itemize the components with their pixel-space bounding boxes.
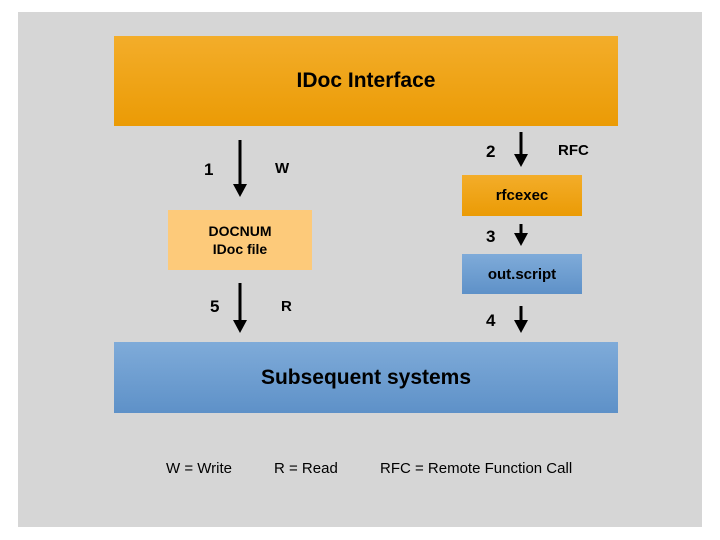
step-1-number: 1	[204, 160, 214, 179]
out-script-box: out.script	[462, 254, 582, 294]
step-2-number: 2	[486, 142, 496, 161]
idoc-file-label: IDoc file	[212, 241, 268, 257]
step-2-rfc-label: RFC	[558, 142, 589, 159]
step-1-write-label: W	[275, 160, 290, 177]
subsequent-systems-box: Subsequent systems	[114, 342, 618, 413]
step-5-number: 5	[210, 297, 220, 316]
rfcexec-box: rfcexec	[462, 175, 582, 216]
subsequent-systems-label: Subsequent systems	[260, 365, 472, 389]
arrow-step2	[514, 132, 528, 167]
arrow-step4	[514, 306, 528, 333]
step-5-read-label: R	[281, 298, 292, 315]
step-3-number: 3	[486, 227, 496, 246]
out-script-label: out.script	[487, 265, 557, 283]
legend-rfc: RFC = Remote Function Call	[380, 460, 573, 477]
idoc-interface-box: IDoc Interface	[114, 36, 618, 126]
idoc-interface-label: IDoc Interface	[296, 69, 436, 92]
arrow-step1	[233, 140, 247, 197]
rfcexec-label: rfcexec	[495, 187, 549, 204]
legend-write: W = Write	[166, 460, 232, 477]
legend-read: R = Read	[274, 460, 338, 477]
docnum-idoc-file-box: DOCNUM IDoc file	[168, 210, 312, 270]
step-4-number: 4	[486, 311, 496, 330]
docnum-label: DOCNUM	[208, 223, 272, 239]
arrow-step5	[233, 283, 247, 333]
arrow-step3	[514, 224, 528, 246]
